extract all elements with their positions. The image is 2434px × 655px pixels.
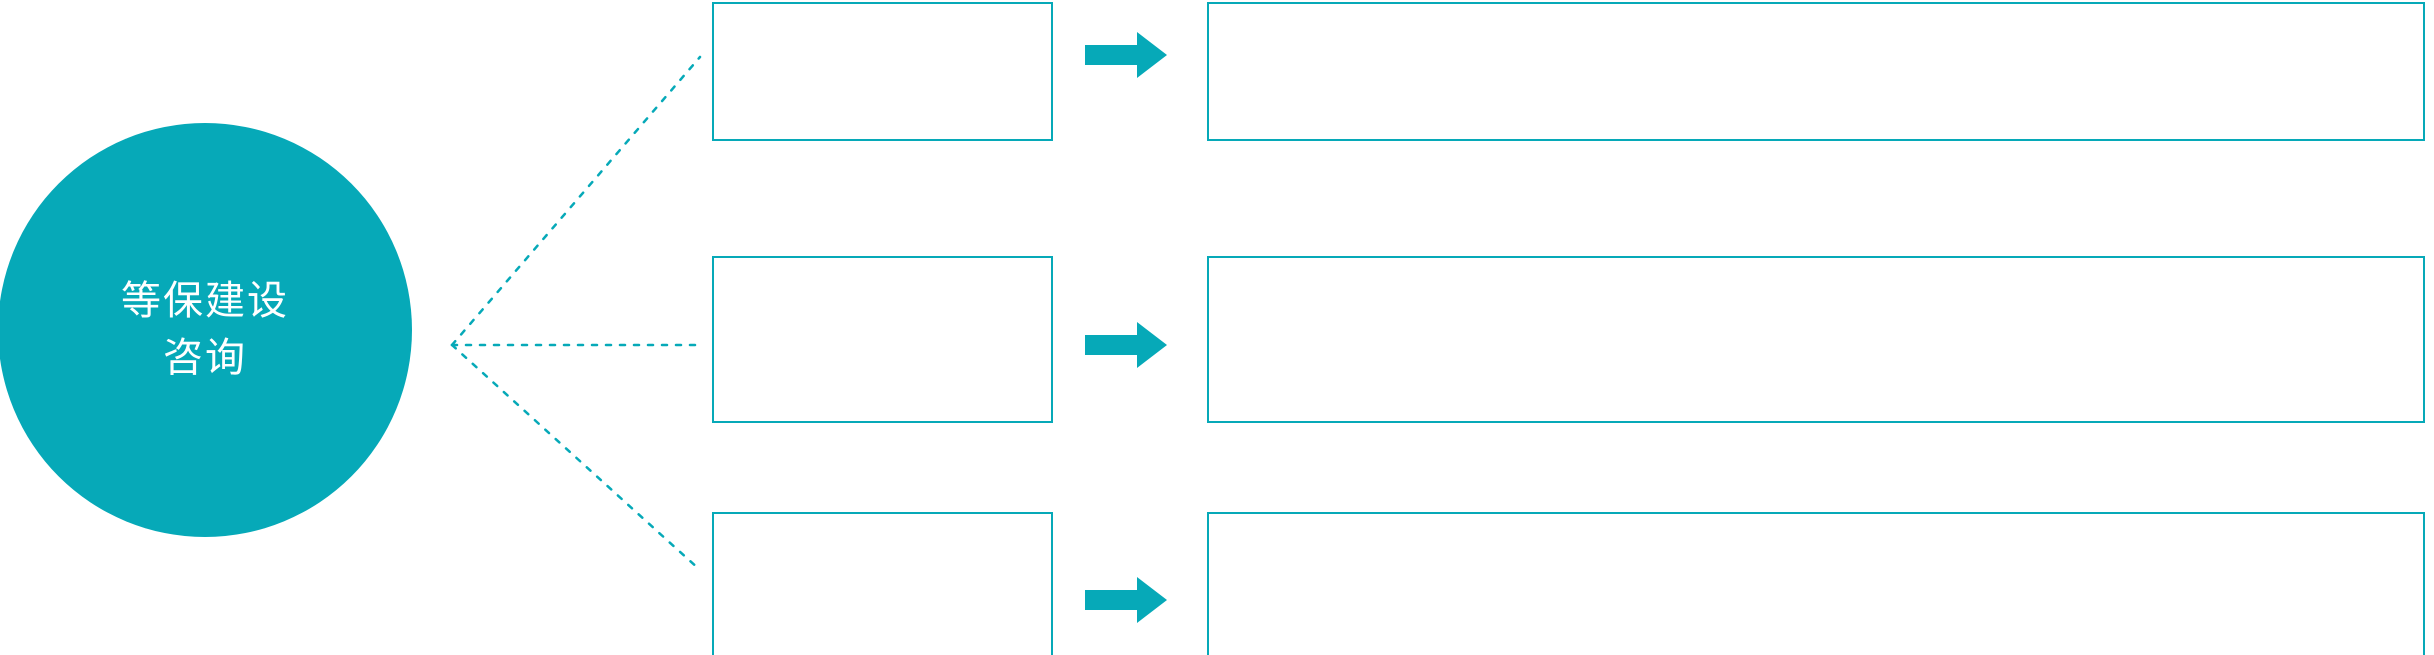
detail-box-1[interactable] [1207,2,2425,141]
label-box-2[interactable] [712,256,1053,423]
arrow-2 [1085,322,1167,368]
flow-row-2 [712,256,2425,423]
detail-box-3[interactable] [1207,512,2425,655]
flow-row-1 [0,0,2434,145]
arrow-3 [1085,577,1167,623]
right-block-arrow-icon [1085,32,1167,78]
hub-label-line-1: 等保建设 [121,279,289,324]
right-block-arrow-icon [1085,577,1167,623]
arrow-1 [1085,32,1167,78]
hub-label-line-2: 咨询 [163,336,247,380]
hub-circle[interactable]: 等保建设 咨询 [0,123,412,537]
right-block-arrow-icon [1085,322,1167,368]
label-box-1[interactable] [712,2,1053,141]
label-box-3[interactable] [712,512,1053,655]
detail-box-2[interactable] [1207,256,2425,423]
